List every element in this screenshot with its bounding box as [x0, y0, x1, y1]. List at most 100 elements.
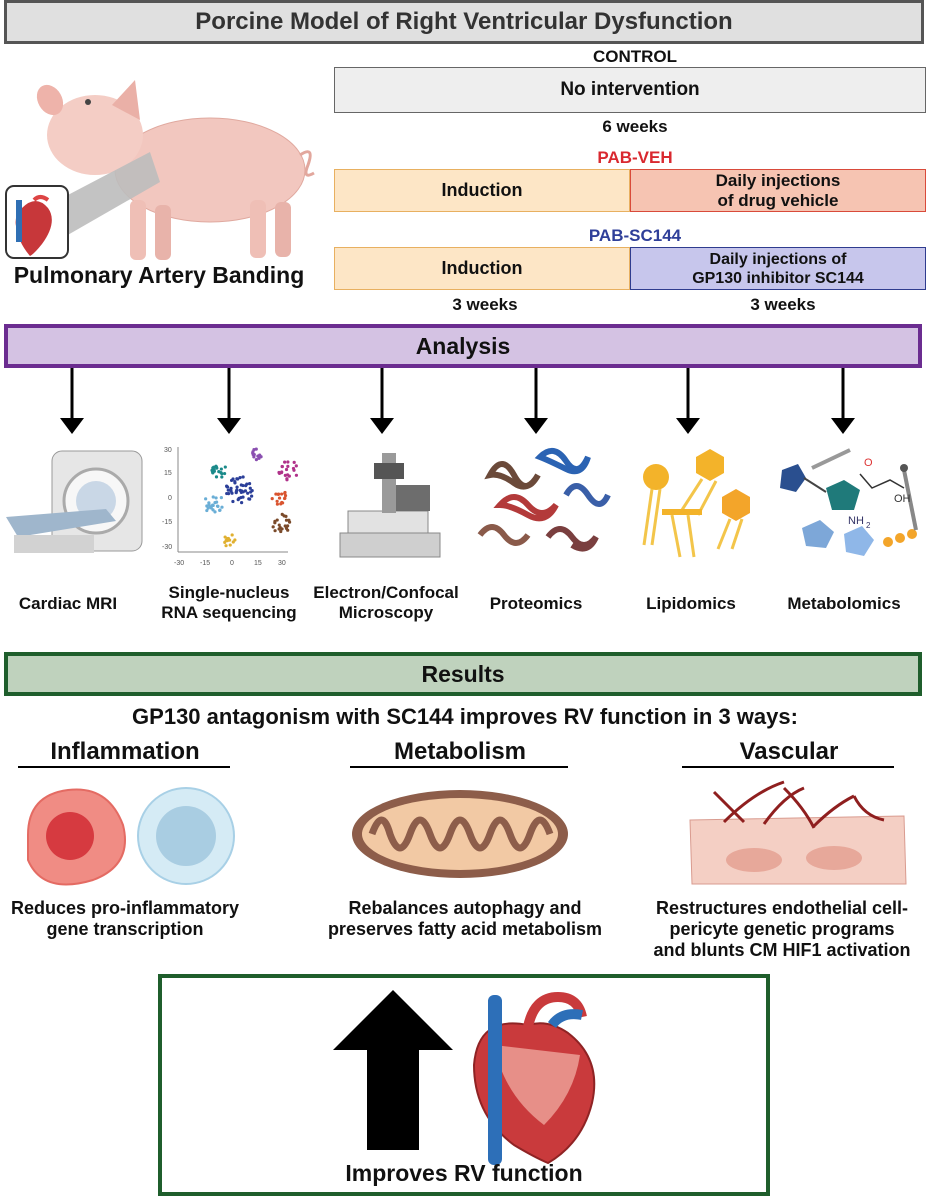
umap-point	[248, 497, 252, 501]
umap-point	[214, 464, 218, 468]
result-underline	[18, 766, 230, 768]
umap-point	[250, 494, 254, 498]
umap-xtick: 30	[278, 560, 286, 567]
arrow-down-icon	[831, 368, 855, 434]
umap-point	[223, 540, 227, 544]
umap-point	[226, 488, 230, 492]
umap-point	[223, 471, 227, 476]
protein-icon	[477, 448, 611, 552]
umap-point	[234, 489, 239, 494]
umap-point	[287, 520, 292, 524]
metabolite-nh: NH	[848, 515, 864, 527]
umap-point	[274, 492, 278, 496]
heart-small-icon	[15, 195, 52, 256]
umap-point	[238, 476, 242, 480]
results-bar: Results	[4, 652, 922, 696]
umap-point	[294, 473, 299, 477]
umap-point	[205, 508, 209, 513]
analysis-arrows	[60, 368, 855, 434]
umap-point	[279, 502, 283, 506]
umap-point	[283, 491, 287, 495]
duration-right: 3 weeks	[750, 295, 816, 314]
umap-point	[216, 504, 220, 508]
umap-ytick: 30	[164, 447, 172, 454]
inflammatory-cell-icon	[27, 787, 235, 886]
umap-point	[283, 460, 287, 464]
metabolite-oh: OH	[894, 493, 911, 505]
pab-sc144-treatment-line1: Daily injections of	[709, 250, 847, 268]
umap-point	[231, 540, 235, 544]
metabolite-icon: O OH NH 2	[780, 448, 918, 556]
result-head-vascular: Vascular	[739, 738, 839, 765]
umap-point	[292, 468, 296, 472]
umap-point	[211, 495, 215, 499]
result-head-inflammation: Inflammation	[50, 738, 200, 765]
umap-point	[204, 497, 208, 501]
pab-veh-induction-bar: Induction	[334, 169, 630, 212]
umap-point	[280, 512, 284, 516]
metabolite-o: O	[864, 457, 873, 469]
umap-point	[283, 473, 287, 477]
umap-point	[247, 482, 252, 486]
umap-point	[229, 488, 233, 492]
umap-point	[212, 469, 216, 473]
vascular-icon	[689, 780, 907, 885]
pab-sc144-label: PAB-SC144	[588, 226, 682, 245]
umap-point	[277, 523, 281, 527]
umap-point	[283, 524, 287, 528]
umap-point	[271, 525, 275, 529]
umap-point	[249, 490, 253, 494]
umap-point	[224, 544, 228, 548]
umap-point	[294, 464, 298, 468]
umap-point	[231, 499, 235, 504]
umap-point	[252, 448, 256, 452]
umap-point	[273, 521, 277, 525]
results-subtitle: GP130 antagonism with SC144 improves RV …	[132, 704, 798, 729]
umap-point	[211, 508, 215, 512]
umap-point	[220, 475, 224, 479]
mitochondria-icon	[352, 790, 568, 878]
result-underline	[350, 766, 568, 768]
umap-ytick: -15	[162, 519, 172, 526]
umap-point	[252, 452, 256, 457]
umap-xtick: 0	[230, 560, 234, 567]
analysis-bar: Analysis	[4, 324, 922, 368]
umap-point	[286, 524, 290, 528]
umap-point	[246, 491, 250, 495]
method-label-lipidomics: Lipidomics	[646, 594, 736, 613]
umap-point	[230, 491, 234, 495]
umap-point	[241, 495, 245, 499]
umap-ytick: 15	[164, 470, 172, 477]
umap-point	[284, 514, 288, 518]
method-label-mri: Cardiac MRI	[18, 594, 118, 613]
pab-veh-treatment-line2: of drug vehicle	[717, 190, 839, 210]
umap-point	[213, 501, 217, 505]
pab-veh-label: PAB-VEH	[597, 148, 673, 167]
umap-point	[217, 470, 221, 474]
arrow-down-icon	[370, 368, 394, 434]
umap-point	[245, 482, 249, 486]
umap-xtick: -30	[174, 560, 184, 567]
umap-point	[286, 460, 290, 464]
umap-ytick: -30	[162, 544, 172, 551]
umap-point	[292, 460, 296, 464]
umap-point	[248, 486, 252, 490]
umap-xtick: -15	[200, 560, 210, 567]
pig-illustration	[5, 80, 315, 260]
umap-point	[258, 453, 262, 457]
umap-point	[220, 472, 224, 476]
umap-point	[236, 477, 240, 481]
heart-icon	[472, 991, 596, 1165]
umap-clusters	[204, 447, 299, 548]
umap-point	[235, 485, 239, 489]
umap-point	[218, 508, 222, 512]
umap-point	[220, 505, 224, 509]
umap-point	[284, 518, 289, 522]
umap-point	[275, 502, 279, 506]
result-text-metabolism: Rebalances autophagy and preserves fatty…	[327, 898, 603, 939]
umap-point	[273, 529, 277, 533]
umap-point	[207, 501, 211, 505]
result-underline	[682, 766, 894, 768]
control-bar: No intervention	[334, 67, 926, 113]
umap-point	[228, 543, 232, 547]
